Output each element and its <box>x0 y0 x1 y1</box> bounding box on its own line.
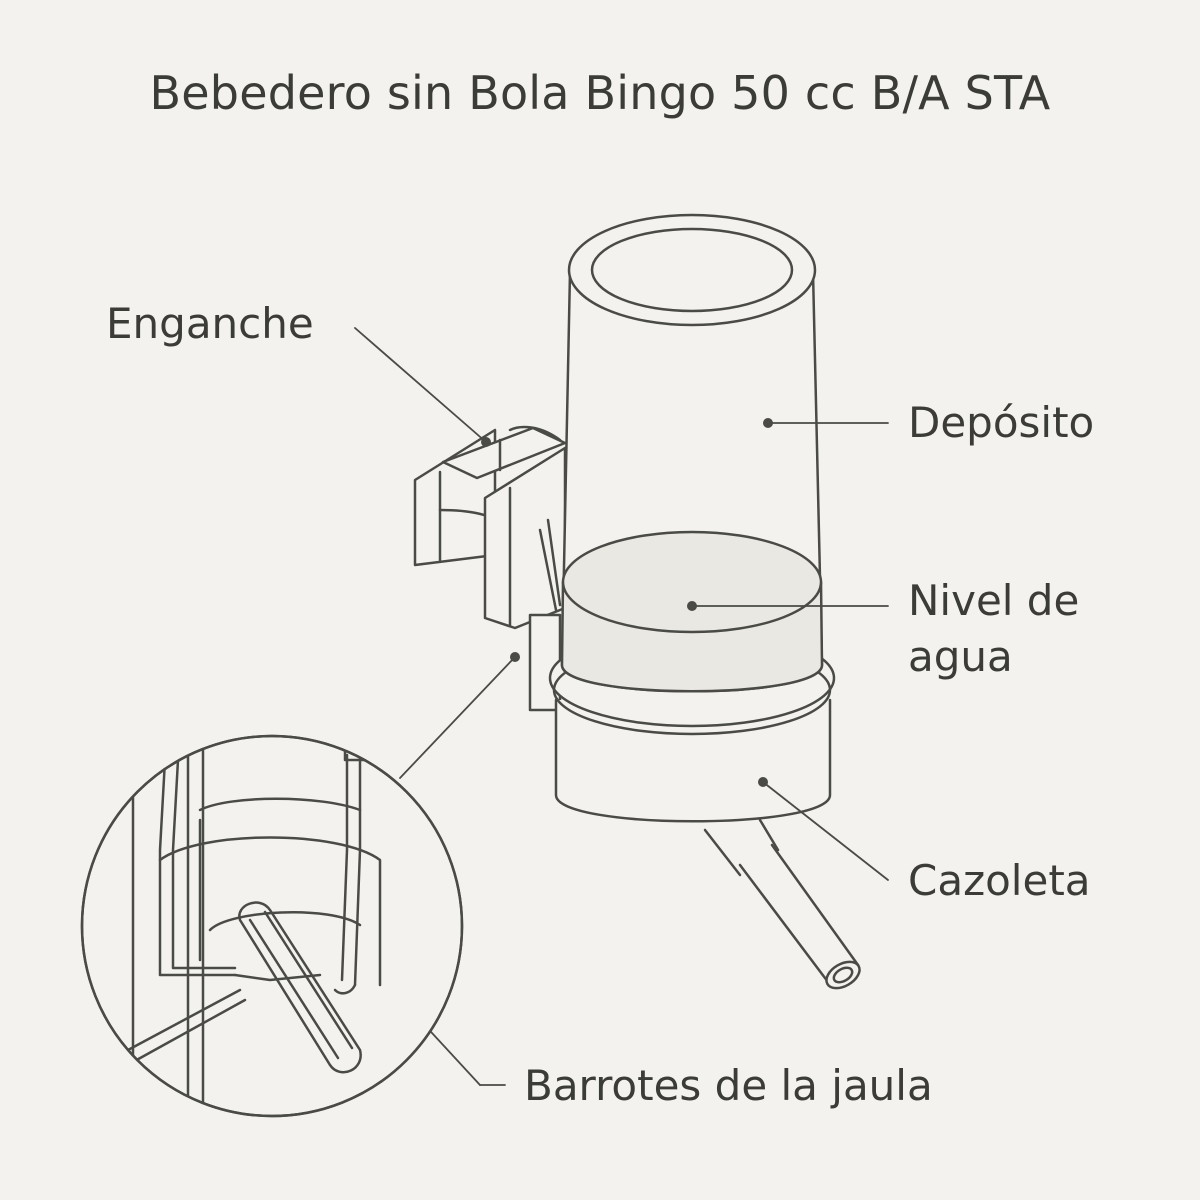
detail-cage-bars <box>80 734 464 1118</box>
label-nivel-de-agua: Nivel de agua <box>908 573 1079 685</box>
label-nivel-line2: agua <box>908 632 1013 681</box>
drink-spout <box>703 818 861 990</box>
label-cazoleta: Cazoleta <box>908 856 1091 905</box>
reservoir-deposito <box>560 213 824 693</box>
diagram-title: Bebedero sin Bola Bingo 50 cc B/A STA <box>149 66 1051 120</box>
label-deposito: Depósito <box>908 398 1095 447</box>
leader-dots <box>367 418 773 973</box>
label-barrotes-de-la-jaula: Barrotes de la jaula <box>524 1061 933 1110</box>
hook-clip <box>413 425 567 712</box>
label-enganche: Enganche <box>106 299 314 348</box>
label-nivel-line1: Nivel de <box>908 576 1080 625</box>
